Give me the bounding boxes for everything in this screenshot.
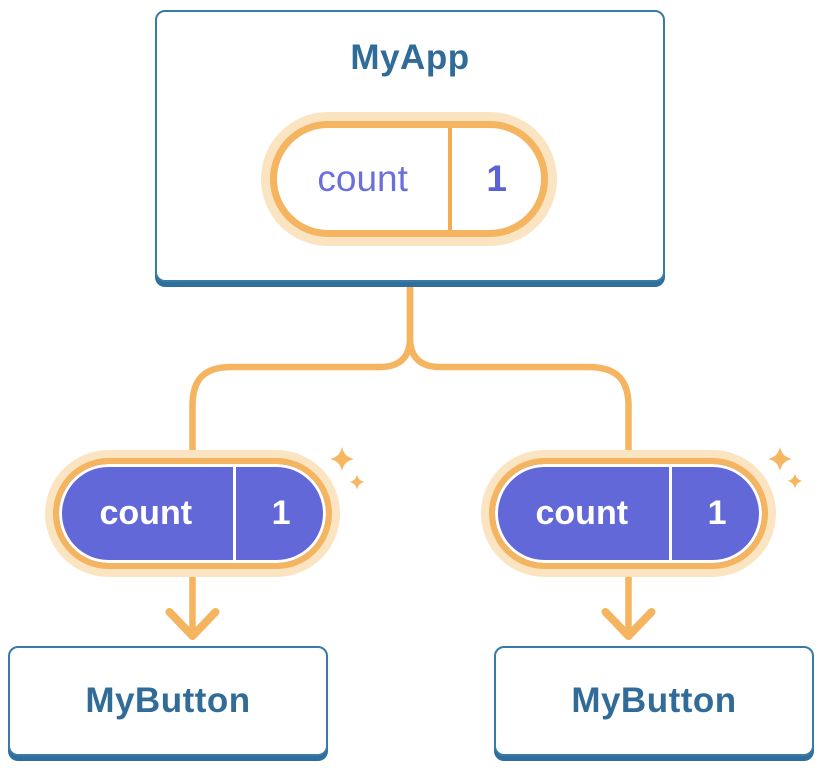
branch-line-left <box>189 283 414 634</box>
prop-pill-count-right: count 1 <box>489 458 768 569</box>
component-card-mybutton-left: MyButton <box>8 646 328 756</box>
component-card-mybutton-right: MyButton <box>494 646 814 756</box>
component-title: MyButton <box>85 681 251 720</box>
state-name: count <box>317 158 408 199</box>
sparkle-icon <box>330 447 365 490</box>
arrow-down-icon <box>165 608 220 640</box>
prop-value: 1 <box>271 494 291 532</box>
sparkle-icon <box>768 447 803 489</box>
arrow-down-icon <box>601 608 656 640</box>
component-title: MyApp <box>350 38 470 77</box>
pill-divider <box>232 464 237 563</box>
pill-divider <box>668 464 673 563</box>
state-pill-count: count 1 <box>270 121 548 237</box>
component-title: MyButton <box>571 681 737 720</box>
state-value: 1 <box>486 158 507 199</box>
pill-divider <box>448 128 453 230</box>
branch-line-right <box>406 283 632 634</box>
prop-value: 1 <box>707 494 727 532</box>
prop-name: count <box>99 494 193 532</box>
prop-name: count <box>535 494 629 532</box>
prop-pill-count-left: count 1 <box>53 458 332 569</box>
